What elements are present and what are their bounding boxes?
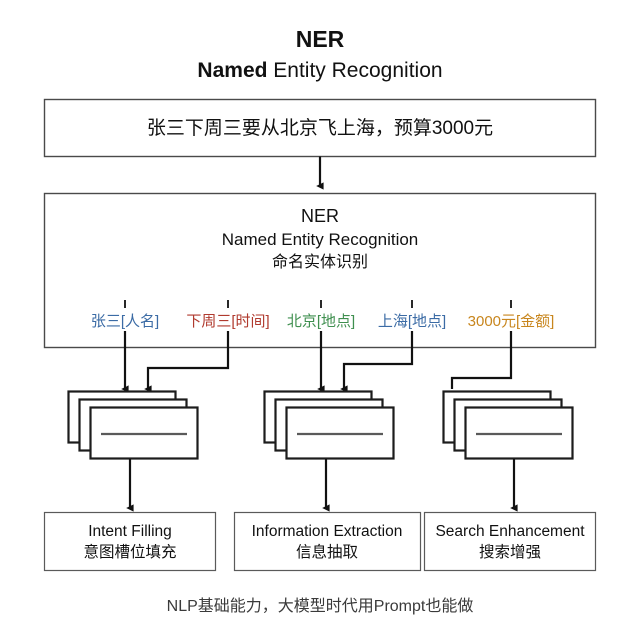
extraction-cards: [263, 390, 395, 460]
page-title-abbr: NER: [296, 26, 345, 52]
entity-2-surface: 下周三: [186, 313, 231, 330]
entity-2-type: [时间]: [231, 313, 269, 330]
input-sentence-box: [43, 98, 597, 158]
entity-3-surface: 北京: [287, 313, 317, 330]
intent-cards: [67, 390, 199, 460]
entity-tick-marks: [124, 300, 512, 308]
output-intent-chinese: 意图槽位填充: [83, 542, 176, 561]
footer-caption: NLP基础能力，大模型时代用Prompt也能做: [167, 597, 474, 615]
output-extraction-chinese: 信息抽取: [296, 543, 358, 561]
ner-box-english: Named Entity Recognition: [222, 230, 419, 249]
connector-time-to-intent: [144, 331, 230, 393]
entity-1-surface: 张三: [91, 313, 121, 330]
output-box-extraction: [233, 511, 422, 572]
ner-box-abbr: NER: [301, 206, 339, 226]
entity-tag-amount: 3000元[金额]: [468, 313, 555, 330]
output-search-english: Search Enhancement: [435, 523, 585, 540]
entity-tag-person: 张三[人名]: [91, 313, 159, 330]
search-cards: [442, 390, 574, 460]
entity-5-type: [金额]: [516, 313, 554, 330]
entity-3-type: [地点]: [317, 313, 355, 330]
output-extraction-english: Information Extraction: [252, 523, 403, 540]
entity-tag-time: 下周三[时间]: [186, 313, 269, 330]
output-box-search: [423, 511, 597, 572]
page-title-full-bold: Named: [197, 59, 267, 82]
output-search-chinese: 搜索增强: [479, 543, 541, 561]
connector-amount-to-search: [450, 331, 513, 389]
ner-box-chinese: 命名实体识别: [272, 253, 368, 271]
entity-1-type: [人名]: [121, 313, 159, 330]
page-title-full: Named Entity Recognition: [197, 59, 442, 82]
connector-shanghai-to-extraction: [340, 331, 414, 393]
entity-5-surface: 3000元: [468, 313, 516, 330]
page-title-full-rest: Entity Recognition: [267, 59, 442, 82]
ner-process-box: [43, 192, 597, 349]
output-box-intent: [43, 511, 217, 572]
entity-4-type: [地点]: [408, 313, 446, 330]
input-sentence-text: 张三下周三要从北京飞上海，预算3000元: [147, 117, 493, 139]
entity-tag-location-shanghai: 上海[地点]: [378, 313, 446, 330]
output-intent-english: Intent Filling: [88, 523, 172, 540]
entity-4-surface: 上海: [378, 313, 408, 330]
entity-tag-location-beijing: 北京[地点]: [287, 313, 355, 330]
